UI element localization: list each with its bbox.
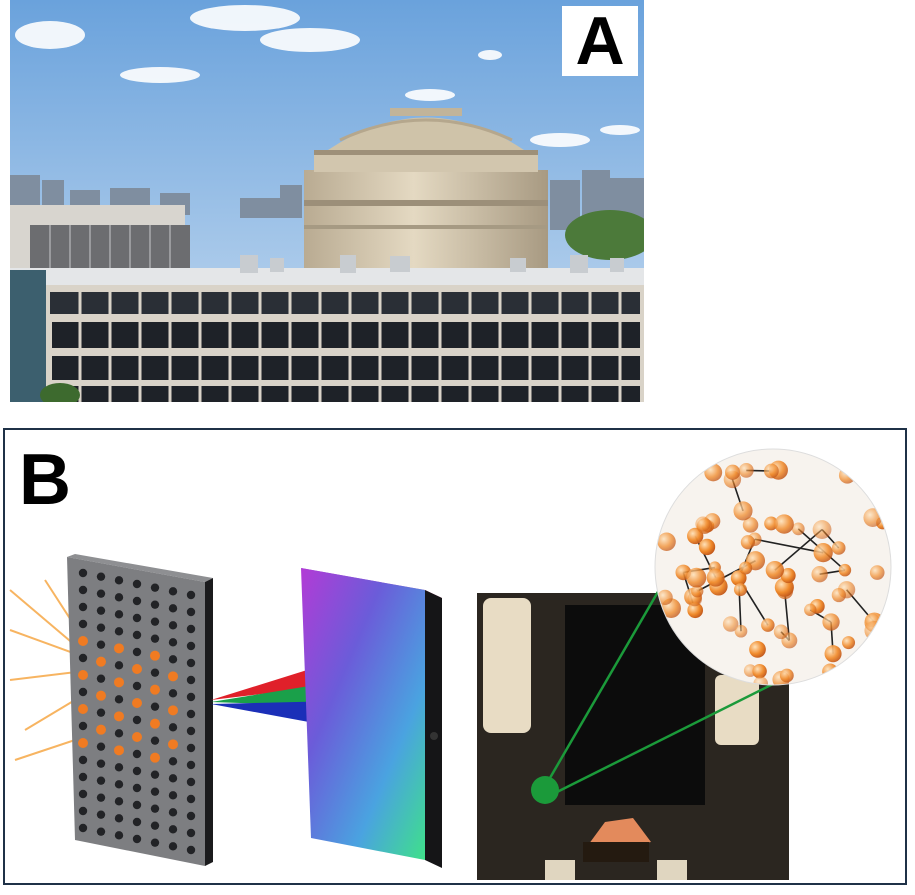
glowing-hole: [150, 752, 160, 763]
glowing-hole: [96, 656, 106, 667]
glowing-hole: [132, 698, 142, 708]
glowing-hole: [150, 650, 160, 661]
glowing-hole: [114, 745, 124, 756]
perforated-plate-icon: [67, 554, 213, 866]
clouds: [15, 5, 640, 147]
glowing-hole: [150, 718, 160, 729]
glowing-hole: [114, 711, 124, 722]
glowing-hole: [96, 724, 106, 735]
dome: [304, 108, 548, 270]
panel-a-photo: [10, 0, 644, 402]
glowing-hole: [132, 664, 142, 674]
glowing-hole: [78, 738, 88, 748]
glowing-hole: [168, 671, 178, 682]
panel-a-label: A: [562, 6, 638, 76]
facade-windows: [50, 292, 640, 314]
panel-b-illustration: [9, 448, 892, 880]
zoom-callout: [531, 589, 806, 804]
glowing-hole: [78, 636, 88, 646]
panel-b-label: B: [19, 440, 71, 520]
glowing-hole: [78, 704, 88, 714]
glowing-hole: [114, 643, 124, 654]
panel-b-frame: B: [3, 428, 907, 885]
glowing-hole: [96, 690, 106, 701]
glowing-holes: [78, 636, 178, 763]
glowing-hole: [150, 684, 160, 695]
glowing-hole: [78, 670, 88, 680]
domed-building-photo: [10, 0, 644, 402]
glowing-hole: [114, 677, 124, 688]
glowing-hole: [168, 705, 178, 716]
glowing-hole: [132, 732, 142, 742]
prism-panel-icon: [301, 568, 442, 868]
glowing-hole: [168, 739, 178, 750]
